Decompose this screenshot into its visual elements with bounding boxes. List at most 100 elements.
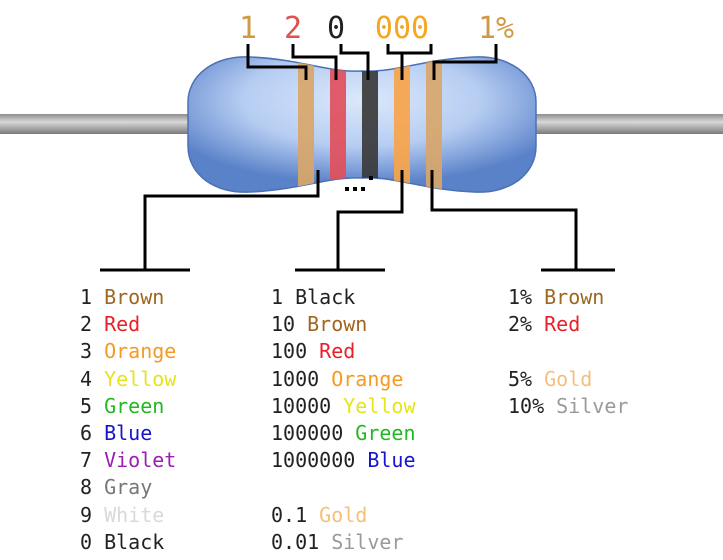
digit-code-row: 9 White xyxy=(80,502,176,529)
tolerance-code-value: 5% xyxy=(508,366,545,391)
multiplier-code-color-name: Blue xyxy=(367,448,416,473)
digit-code-row: 4 Yellow xyxy=(80,366,176,393)
leader-line-2 xyxy=(339,44,370,80)
digit-code-value: 1 xyxy=(80,285,105,309)
tolerance-code-value: 1% xyxy=(508,285,545,309)
multiplier-code-color-name: Silver xyxy=(331,529,404,554)
multiplier-code-color-name: Orange xyxy=(331,366,404,391)
digit-code-color-name: Yellow xyxy=(104,366,177,391)
multiplier-code-color-name: Gold xyxy=(319,502,368,527)
tolerance-code-color-name: Silver xyxy=(556,393,629,418)
header-label-0: 1 xyxy=(239,11,257,46)
tolerance-code-value: 2% xyxy=(508,312,545,337)
multiplier-code-value: 1 xyxy=(271,285,296,309)
ellipsis-dots xyxy=(345,176,373,191)
band-brown-tolerance xyxy=(426,56,442,193)
spacer xyxy=(271,474,416,501)
digit-code-color-name: Green xyxy=(104,393,165,418)
digit-code-color-name: Black xyxy=(104,529,165,554)
multiplier-code-color-name: Red xyxy=(319,339,356,364)
multiplier-code-value: 0.01 xyxy=(271,529,332,554)
multiplier-code-color-name: Black xyxy=(295,285,356,309)
multiplier-code-row: 1000 Orange xyxy=(271,366,416,393)
digit-code-row: 8 Gray xyxy=(80,474,176,501)
digit-code-value: 2 xyxy=(80,312,105,337)
digit-code-row: 5 Green xyxy=(80,393,176,420)
leader-line-10 xyxy=(430,170,578,270)
band-red xyxy=(330,56,346,193)
digit-code-color-name: Red xyxy=(104,312,141,337)
digit-code-color-name: White xyxy=(104,502,165,527)
multiplier-code-color-name: Green xyxy=(355,420,416,445)
digit-code-value: 4 xyxy=(80,366,105,391)
multiplier-code-row: 1000000 Blue xyxy=(271,447,416,474)
color-bands xyxy=(298,56,442,193)
multiplier-code-color-name: Brown xyxy=(307,312,368,337)
multiplier-code-color-name: Yellow xyxy=(343,393,416,418)
digit-code-value: 9 xyxy=(80,502,105,527)
lead-right xyxy=(520,114,723,134)
multiplier-code-row: 100 Red xyxy=(271,338,416,365)
digit-code-color-name: Gray xyxy=(104,475,153,500)
band-brown xyxy=(298,56,314,193)
digit-code-color-name: Brown xyxy=(104,285,165,309)
digit-code-color-name: Blue xyxy=(104,420,153,445)
multiplier-code-value: 0.1 xyxy=(271,502,320,527)
band-orange xyxy=(394,56,410,193)
multiplier-code-row: 0.1 Gold xyxy=(271,502,416,529)
digit-code-value: 0 xyxy=(80,529,105,554)
digit-code-color-name: Orange xyxy=(104,339,177,364)
tolerance-code-color-name: Gold xyxy=(544,366,593,391)
tolerance-code-color-name: Red xyxy=(544,312,581,337)
tolerance-code-row: 5% Gold xyxy=(508,366,628,393)
leader-line-6 xyxy=(143,170,320,270)
tolerance-code-row: 10% Silver xyxy=(508,393,628,420)
digit-code-value: 8 xyxy=(80,475,105,500)
multiplier-code-value: 1000 xyxy=(271,366,332,391)
leader-lines xyxy=(100,44,615,272)
band-black xyxy=(362,56,378,193)
digit-code-value: 7 xyxy=(80,448,105,473)
leader-line-1 xyxy=(291,44,338,80)
header-label-2: 0 xyxy=(327,11,345,46)
digit-code-row: 3 Orange xyxy=(80,338,176,365)
leader-line-5 xyxy=(432,44,498,80)
lead-left xyxy=(0,114,200,134)
tolerance-code-row: 2% Red xyxy=(508,311,628,338)
header-label-3: 000 xyxy=(375,11,429,46)
digit-code-value: 3 xyxy=(80,339,105,364)
digit-code-row: 6 Blue xyxy=(80,420,176,447)
multiplier-code-row: 100000 Green xyxy=(271,420,416,447)
tolerance-code-row: 1% Brown xyxy=(508,284,628,311)
spacer xyxy=(508,338,628,365)
multiplier-code-value: 1000000 xyxy=(271,448,368,473)
tolerance-code-color-name: Brown xyxy=(544,285,605,309)
leader-line-8 xyxy=(336,170,404,270)
digit-code-value: 6 xyxy=(80,420,105,445)
digit-code-row: 0 Black xyxy=(80,529,176,556)
leader-line-0 xyxy=(246,44,308,80)
multiplier-code-row: 10000 Yellow xyxy=(271,393,416,420)
digit-code-color-name: Violet xyxy=(104,448,177,473)
header-label-1: 2 xyxy=(284,11,302,46)
digit-code-value: 5 xyxy=(80,393,105,418)
multiplier-code-row: 1 Black xyxy=(271,284,416,311)
digit-code-row: 7 Violet xyxy=(80,447,176,474)
leader-line-3 xyxy=(386,44,433,55)
header-label-4: 1% xyxy=(478,11,514,46)
multiplier-code-value: 10 xyxy=(271,312,308,337)
tolerance-code-value: 10% xyxy=(508,393,557,418)
multiplier-code-row: 0.01 Silver xyxy=(271,529,416,556)
multiplier-code-value: 100 xyxy=(271,339,320,364)
multiplier-code-row: 10 Brown xyxy=(271,311,416,338)
digit-code-row: 2 Red xyxy=(80,311,176,338)
digit-code-row: 1 Brown xyxy=(80,284,176,311)
multiplier-code-value: 100000 xyxy=(271,420,356,445)
multiplier-code-value: 10000 xyxy=(271,393,344,418)
